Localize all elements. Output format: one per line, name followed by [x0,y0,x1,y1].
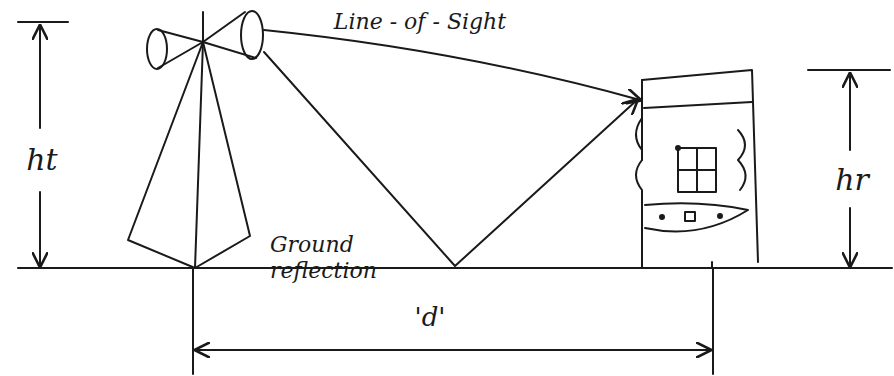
height-label: hr [833,162,871,198]
ground-line [18,267,892,269]
direct-ray [264,30,640,100]
transmitter-tower [128,11,263,268]
height-arrow [849,208,851,266]
height-tick [18,21,68,23]
height-arrow [39,26,41,128]
height-arrow [849,74,851,150]
ray-label: Line - of - Sight [334,9,506,35]
distance-tick [192,268,194,374]
ray-label: Ground reflection [270,232,460,285]
distance-tick [712,268,714,374]
dimension-label: 'd' [413,302,448,333]
distance-arrow [196,349,710,351]
height-arrow [39,192,41,266]
height-label: ht [24,142,59,178]
height-tick [808,69,890,71]
receiver-building [636,70,758,268]
